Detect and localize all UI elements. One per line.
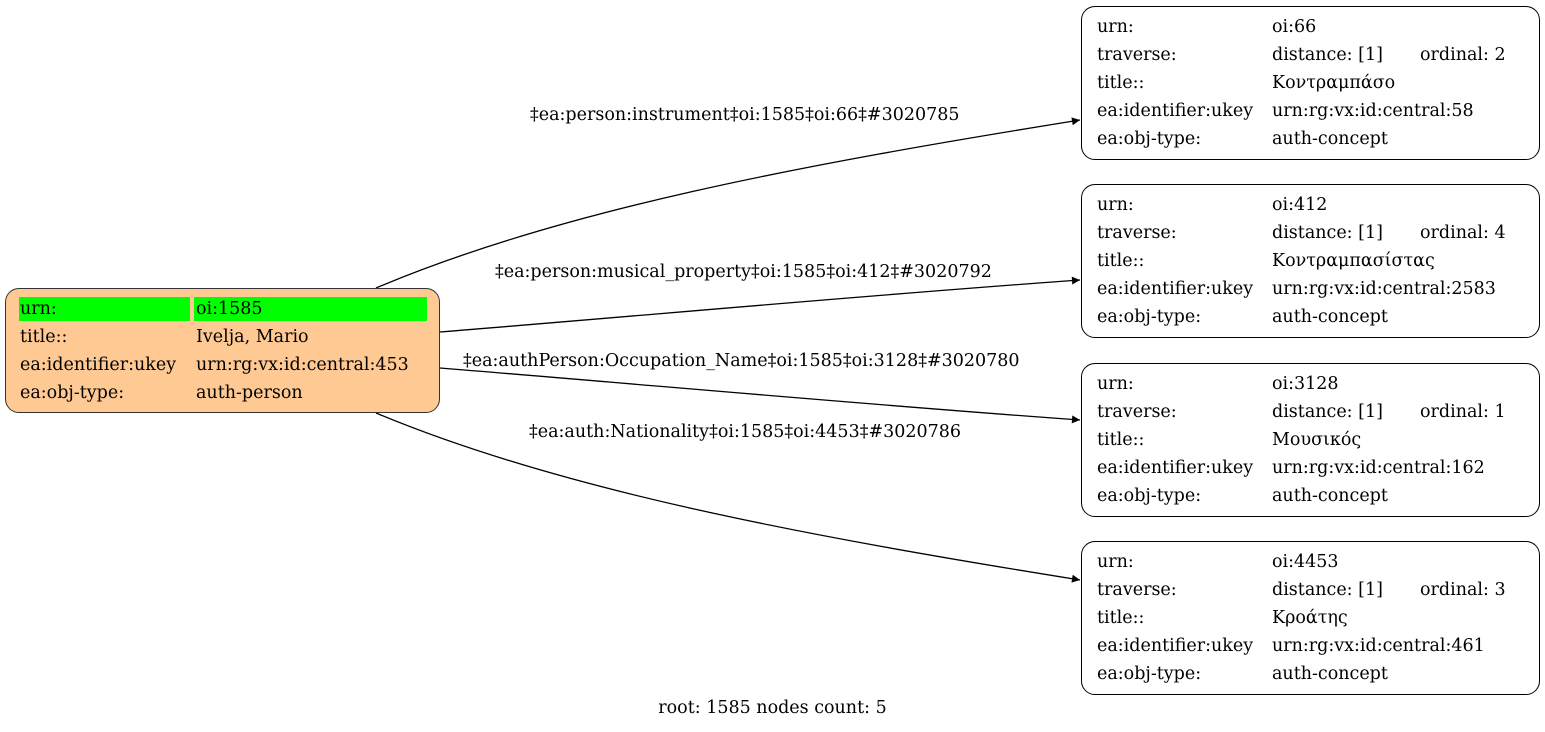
- edge-occupation[interactable]: [439, 367, 1081, 424]
- edge-nationality[interactable]: [375, 412, 1081, 583]
- ordinal-value: ordinal: 2: [1420, 45, 1506, 65]
- distance-value: distance: [1]: [1272, 223, 1383, 243]
- type-value: auth-concept: [1272, 664, 1388, 684]
- edge-instrument[interactable]: [375, 117, 1081, 289]
- distance-value: distance: [1]: [1272, 402, 1383, 422]
- ukey-key: ea:identifier:ukey: [1097, 458, 1254, 478]
- root-row-title: title:: Ivelja, Mario: [6, 323, 439, 351]
- graph-footer-caption: root: 1585 nodes count: 5: [658, 698, 887, 718]
- type-key: ea:obj-type:: [1097, 486, 1202, 506]
- ukey-key: ea:identifier:ukey: [1097, 279, 1254, 299]
- type-value: auth-concept: [1272, 129, 1388, 149]
- edge-musical-property[interactable]: [439, 276, 1081, 333]
- urn-key: urn:: [1097, 17, 1134, 37]
- ukey-value: urn:rg:vx:id:central:461: [1272, 636, 1485, 656]
- type-key: ea:obj-type:: [1097, 664, 1202, 684]
- urn-value: oi:4453: [1272, 552, 1339, 572]
- title-key: title::: [1097, 608, 1145, 628]
- title-value: Κοντραμπάσο: [1272, 73, 1396, 93]
- node-oi-4453[interactable]: urn: oi:4453 traverse: distance: [1] ordina…: [1081, 541, 1540, 695]
- type-key: ea:obj-type:: [1097, 307, 1202, 327]
- root-title-value: Ivelja, Mario: [196, 327, 309, 347]
- edge-label-instrument: ‡ea:person:instrument‡oi:1585‡oi:66‡#302…: [530, 105, 960, 125]
- type-key: ea:obj-type:: [1097, 129, 1202, 149]
- title-value: Κοντραμπασίστας: [1272, 251, 1435, 271]
- root-ukey-value: urn:rg:vx:id:central:453: [196, 355, 409, 375]
- urn-value: oi:66: [1272, 17, 1317, 37]
- ukey-key: ea:identifier:ukey: [1097, 101, 1254, 121]
- root-type-value: auth-person: [196, 383, 303, 403]
- urn-key: urn:: [1097, 374, 1134, 394]
- type-value: auth-concept: [1272, 307, 1388, 327]
- ordinal-value: ordinal: 1: [1420, 402, 1506, 422]
- node-oi-412[interactable]: urn: oi:412 traverse: distance: [1] ordinal…: [1081, 184, 1540, 338]
- root-node[interactable]: urn: oi:1585 title:: Ivelja, Mario ea:id…: [5, 288, 440, 413]
- urn-value: oi:3128: [1272, 374, 1339, 394]
- traverse-key: traverse:: [1097, 45, 1177, 65]
- ukey-key: ea:identifier:ukey: [1097, 636, 1254, 656]
- node-oi-66[interactable]: urn: oi:66 traverse: distance: [1] ordinal:…: [1081, 6, 1540, 160]
- distance-value: distance: [1]: [1272, 45, 1383, 65]
- highlight-value: [194, 297, 427, 321]
- root-row-urn: urn: oi:1585: [6, 295, 439, 323]
- ordinal-value: ordinal: 4: [1420, 223, 1506, 243]
- ordinal-value: ordinal: 3: [1420, 580, 1506, 600]
- title-key: title::: [1097, 430, 1145, 450]
- ukey-value: urn:rg:vx:id:central:162: [1272, 458, 1485, 478]
- highlight-key: [19, 297, 190, 321]
- traverse-key: traverse:: [1097, 580, 1177, 600]
- title-value: Μουσικός: [1272, 430, 1362, 450]
- root-urn-key: urn:: [20, 299, 57, 319]
- edge-label-nationality: ‡ea:auth:Nationality‡oi:1585‡oi:4453‡#30…: [529, 422, 962, 442]
- urn-key: urn:: [1097, 195, 1134, 215]
- node-oi-3128[interactable]: urn: oi:3128 traverse: distance: [1] ordina…: [1081, 363, 1540, 517]
- root-ukey-key: ea:identifier:ukey: [20, 355, 177, 375]
- title-key: title::: [1097, 73, 1145, 93]
- traverse-key: traverse:: [1097, 223, 1177, 243]
- root-row-ukey: ea:identifier:ukey urn:rg:vx:id:central:…: [6, 351, 439, 379]
- edge-label-musical-property: ‡ea:person:musical_property‡oi:1585‡oi:4…: [495, 262, 992, 282]
- ukey-value: urn:rg:vx:id:central:58: [1272, 101, 1474, 121]
- urn-key: urn:: [1097, 552, 1134, 572]
- title-value: Κροάτης: [1272, 608, 1348, 628]
- distance-value: distance: [1]: [1272, 580, 1383, 600]
- edge-label-occupation: ‡ea:authPerson:Occupation_Name‡oi:1585‡o…: [463, 351, 1020, 371]
- root-urn-value: oi:1585: [196, 299, 263, 319]
- urn-value: oi:412: [1272, 195, 1328, 215]
- title-key: title::: [1097, 251, 1145, 271]
- root-type-key: ea:obj-type:: [20, 383, 125, 403]
- type-value: auth-concept: [1272, 486, 1388, 506]
- root-title-key: title::: [20, 327, 68, 347]
- traverse-key: traverse:: [1097, 402, 1177, 422]
- ukey-value: urn:rg:vx:id:central:2583: [1272, 279, 1496, 299]
- root-row-type: ea:obj-type: auth-person: [6, 379, 439, 407]
